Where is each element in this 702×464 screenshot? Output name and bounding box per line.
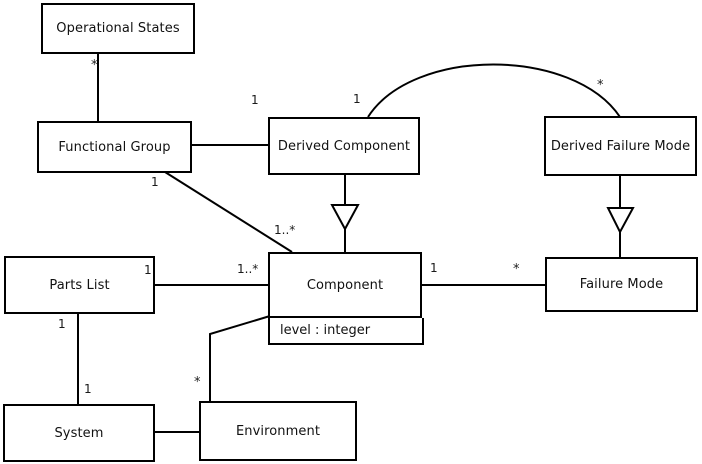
relationship-derived-failure-mode-generalization [606, 176, 635, 257]
uml-class-failure-mode[interactable]: Failure Mode [545, 257, 698, 312]
uml-class-name-failure-mode: Failure Mode [579, 277, 664, 292]
multiplicity-label-functional-group-derived-component-0: 1 [251, 93, 259, 107]
uml-class-name-derived-component: Derived Component [277, 138, 411, 154]
multiplicity-label-component-failure-mode-1: * [513, 262, 520, 277]
uml-class-functional-group[interactable]: Functional Group [37, 121, 192, 173]
relationship-line-environment-component [209, 315, 271, 401]
uml-class-name-functional-group: Functional Group [58, 139, 171, 155]
multiplicity-label-derived-component-derived-failure-mode-0: 1 [353, 92, 361, 106]
uml-attribute-component-level: level : integer [280, 323, 371, 338]
multiplicity-label-component-failure-mode-0: 1 [430, 261, 438, 275]
relationship-line-derived-component-derived-failure-mode [367, 63, 621, 118]
multiplicity-label-functional-group-component-1: 1..* [274, 223, 296, 237]
uml-class-name-system: System [54, 425, 104, 441]
uml-class-derived-component[interactable]: Derived Component [268, 117, 420, 175]
relationship-line-functional-group-component [164, 171, 293, 253]
multiplicity-label-derived-component-derived-failure-mode-1: * [597, 78, 604, 93]
multiplicity-label-environment-component-0: * [194, 375, 201, 390]
uml-class-environment[interactable]: Environment [199, 401, 357, 461]
multiplicity-label-functional-group-component-0: 1 [151, 175, 159, 189]
uml-class-name-component: Component [306, 277, 384, 293]
uml-class-parts-list[interactable]: Parts List [4, 256, 155, 314]
multiplicity-label-parts-list-component-1: 1..* [237, 262, 259, 276]
relationship-derived-component-generalization [330, 175, 360, 252]
multiplicity-label-parts-list-system-0: 1 [58, 317, 66, 331]
uml-class-derived-failure-mode[interactable]: Derived Failure Mode [544, 116, 697, 176]
generalization-arrowhead-derived-failure-mode-generalization [606, 207, 635, 235]
relationship-derived-component-derived-failure-mode [367, 63, 621, 118]
multiplicity-label-parts-list-component-0: 1 [144, 263, 152, 277]
multiplicity-label-operational-states-functional-group-0: * [91, 58, 98, 73]
multiplicity-label-parts-list-system-1: 1 [84, 382, 92, 396]
uml-class-name-derived-failure-mode: Derived Failure Mode [550, 138, 691, 154]
generalization-arrowhead-derived-component-generalization [330, 204, 360, 232]
uml-class-system[interactable]: System [3, 404, 155, 462]
relationship-environment-component [209, 315, 271, 401]
uml-attribute-compartment-component: level : integer [268, 318, 424, 345]
uml-class-component[interactable]: Component [268, 252, 422, 318]
uml-class-operational-states[interactable]: Operational States [41, 3, 195, 54]
relationship-functional-group-component [164, 171, 293, 253]
uml-class-name-parts-list: Parts List [49, 277, 110, 293]
uml-class-name-operational-states: Operational States [56, 21, 180, 36]
uml-class-name-environment: Environment [235, 423, 321, 439]
